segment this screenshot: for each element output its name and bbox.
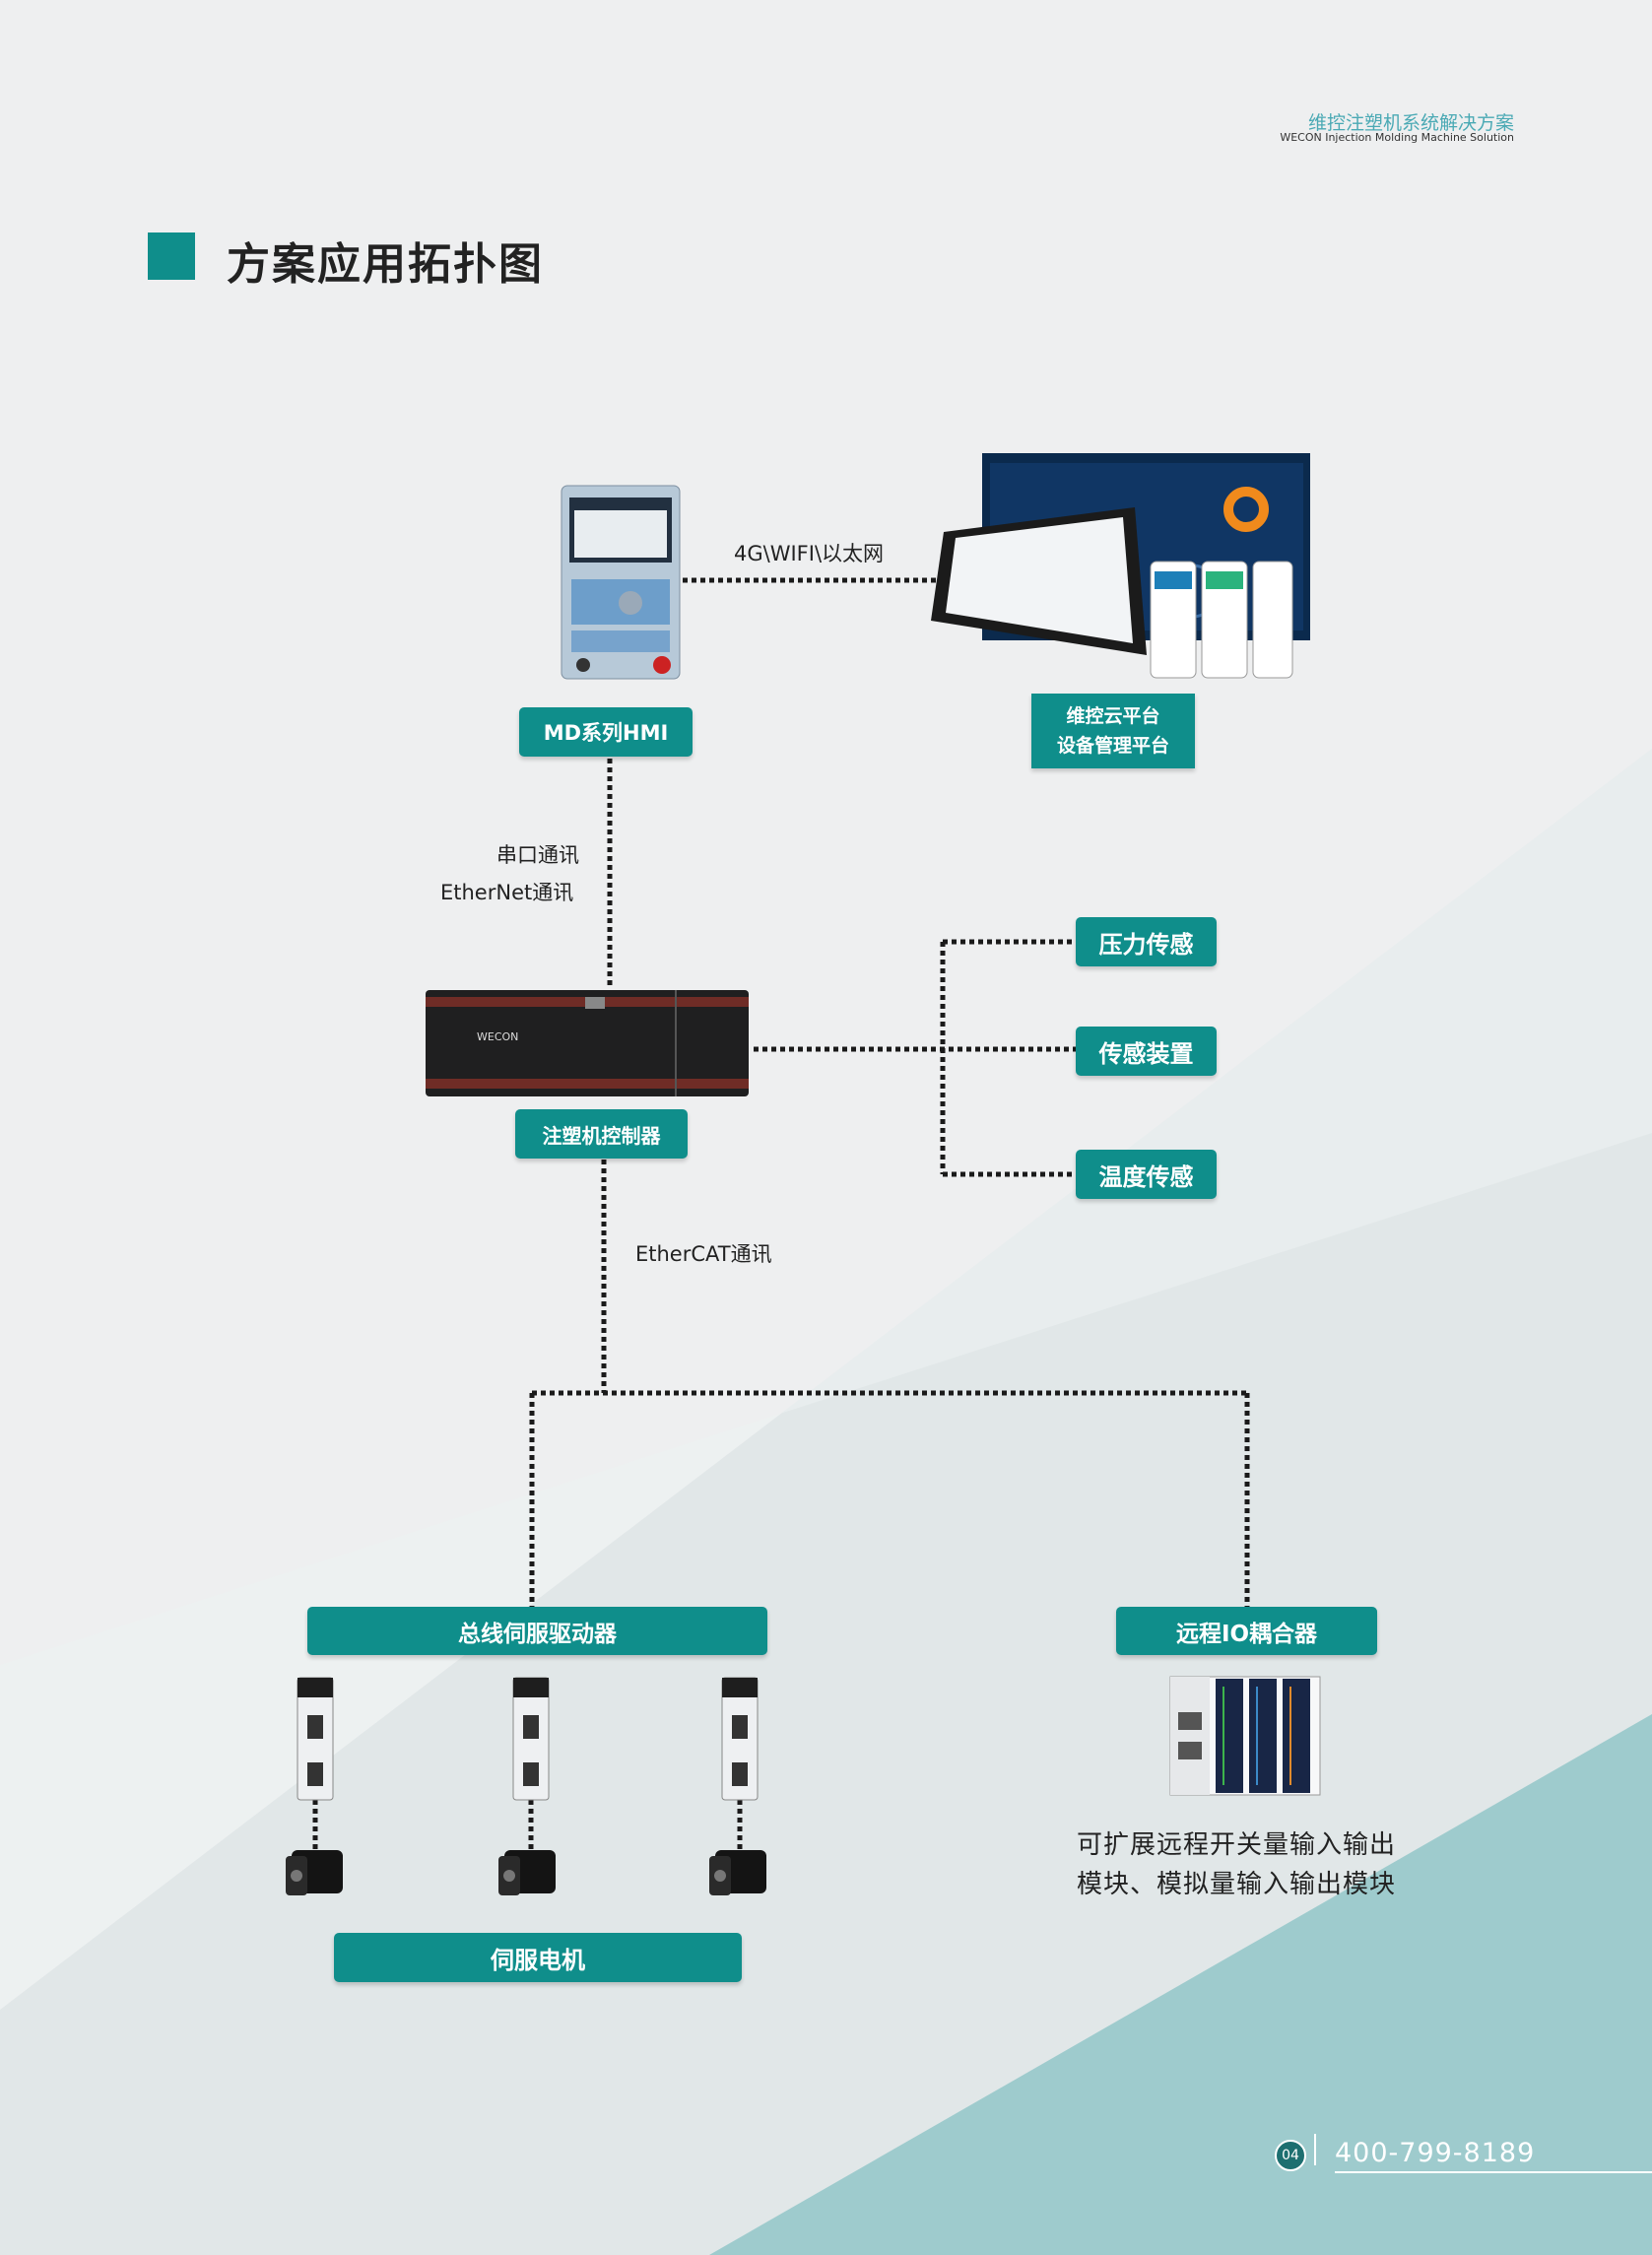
tag-servo-driver: 总线伺服驱动器 [307, 1607, 767, 1655]
label-ethernet: EtherNet通讯 [440, 881, 574, 904]
footer-underline [1335, 2171, 1652, 2173]
connector-lines [312, 577, 1250, 1852]
tag-temperature-sensor: 温度传感 [1076, 1150, 1217, 1199]
tag-remote-io: 远程IO耦合器 [1116, 1607, 1377, 1655]
page-number: 04 [1275, 2140, 1306, 2171]
tag-pressure-sensor: 压力传感 [1076, 917, 1217, 966]
tag-sensor-device: 传感装置 [1076, 1027, 1217, 1076]
tag-cloud-platform: 维控云平台 设备管理平台 [1031, 694, 1195, 768]
label-ethercat: EtherCAT通讯 [635, 1242, 772, 1266]
footer-phone: 400-799-8189 [1335, 2138, 1536, 2168]
tag-servo-motor: 伺服电机 [334, 1933, 742, 1982]
brand-en: WECON Injection Molding Machine Solution [1280, 131, 1514, 144]
servo-driver-1 [297, 1677, 334, 1801]
servo-motor-images [286, 1850, 766, 1895]
label-hmi-cloud: 4G\WIFI\以太网 [734, 542, 885, 565]
page-title: 方案应用拓扑图 [227, 239, 544, 290]
label-serial: 串口通讯 [496, 843, 579, 867]
controller-brand: WECON [477, 1030, 518, 1043]
hmi-device-image [561, 485, 681, 680]
tag-hmi: MD系列HMI [519, 707, 693, 757]
cloud-line1: 维控云平台 [1066, 705, 1160, 727]
title-marker [148, 232, 195, 280]
controller-device-image: WECON [426, 990, 749, 1096]
servo-motor-1 [286, 1850, 343, 1895]
remote-io-image [1169, 1676, 1321, 1796]
servo-driver-3 [721, 1677, 759, 1801]
servo-motor-2 [498, 1850, 556, 1895]
remote-io-desc-line1: 可扩展远程开关量输入输出 [1077, 1830, 1397, 1860]
cloud-line2: 设备管理平台 [1056, 735, 1169, 757]
servo-driver-2 [512, 1677, 550, 1801]
brand-cn: 维控注塑机系统解决方案 [1307, 112, 1514, 134]
remote-io-description: 可扩展远程开关量输入输出 模块、模拟量输入输出模块 [1077, 1825, 1396, 1904]
servo-motor-3 [709, 1850, 766, 1895]
tag-controller: 注塑机控制器 [515, 1109, 688, 1159]
servo-driver-images [297, 1677, 759, 1801]
footer-divider [1314, 2134, 1316, 2165]
cloud-platform-image [931, 453, 1310, 679]
remote-io-desc-line2: 模块、模拟量输入输出模块 [1077, 1870, 1397, 1899]
